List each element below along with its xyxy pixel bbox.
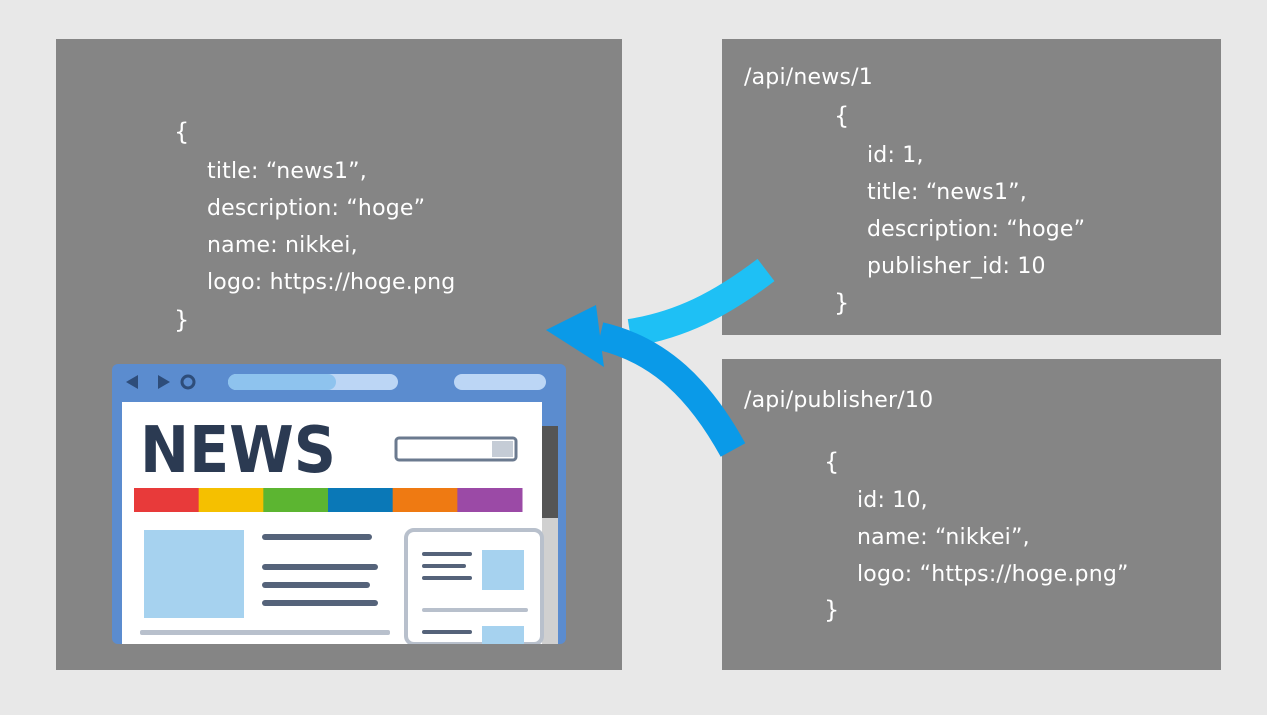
arrowhead-icon — [546, 305, 604, 367]
publisher-logo-line: logo: “https://hoge.png” — [857, 562, 1129, 587]
news-id-line: id: 1, — [867, 143, 924, 168]
scrollbar-thumb — [542, 426, 558, 518]
news-arrow — [627, 258, 775, 347]
site-search-box — [394, 436, 518, 462]
reload-icon — [180, 374, 196, 390]
composed-title-line: title: “news1”, — [207, 159, 367, 184]
category-stripe — [328, 488, 394, 512]
category-stripes — [134, 488, 523, 512]
news-browser-illustration: NEWS — [112, 364, 566, 644]
composed-name-line: name: nikkei, — [207, 233, 358, 258]
article-image — [144, 530, 244, 618]
site-search-button — [492, 441, 513, 457]
publisher-id-line: id: 10, — [857, 488, 928, 513]
sidebar-text-line — [422, 564, 466, 568]
composed-logo-line: logo: https://hoge.png — [207, 270, 456, 295]
divider — [140, 630, 390, 635]
publisher-endpoint: /api/publisher/10 — [744, 388, 934, 413]
composed-open-brace: { — [174, 118, 190, 146]
sidebar-divider — [422, 608, 528, 612]
sidebar-image — [482, 550, 524, 590]
category-stripe — [392, 488, 458, 512]
category-stripe — [134, 488, 200, 512]
sidebar-text-line — [422, 552, 472, 556]
category-stripe — [198, 488, 264, 512]
news-description-line: description: “hoge” — [867, 217, 1086, 242]
article-text-line — [262, 600, 378, 606]
category-stripe — [263, 488, 329, 512]
publisher-api-panel — [722, 359, 1221, 670]
sidebar-text-line — [422, 576, 472, 580]
publisher-name-line: name: “nikkei”, — [857, 525, 1030, 550]
composed-description-line: description: “hoge” — [207, 196, 426, 221]
browser-search-bar — [454, 374, 546, 390]
sidebar-image — [482, 626, 524, 644]
article-text-line — [262, 534, 372, 540]
news-title-line: title: “news1”, — [867, 180, 1027, 205]
news-publisher-id-line: publisher_id: 10 — [867, 254, 1046, 279]
article-text-line — [262, 582, 370, 588]
composed-close-brace: } — [174, 306, 190, 334]
publisher-arrow — [596, 322, 746, 457]
back-icon — [126, 375, 138, 389]
publisher-close-brace: } — [824, 596, 840, 624]
category-stripe — [457, 488, 523, 512]
forward-icon — [158, 375, 170, 389]
publisher-open-brace: { — [824, 448, 840, 476]
news-api-panel — [722, 39, 1221, 335]
article-text-line — [262, 564, 378, 570]
news-open-brace: { — [834, 102, 850, 130]
news-headline: NEWS — [140, 414, 336, 488]
address-progress — [228, 374, 336, 390]
sidebar-text-line — [422, 630, 472, 634]
news-endpoint: /api/news/1 — [744, 65, 873, 90]
news-close-brace: } — [834, 289, 850, 317]
